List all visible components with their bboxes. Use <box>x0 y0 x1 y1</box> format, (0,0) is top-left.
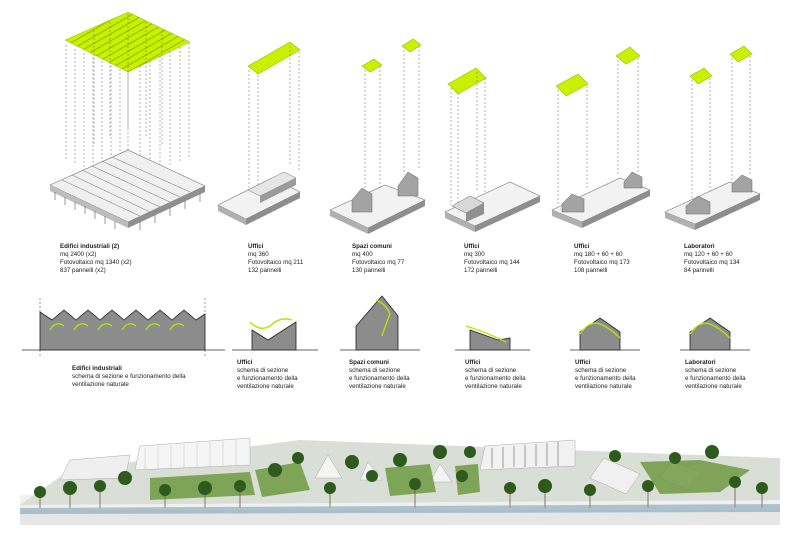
caption-line: Fotovoltaico mq 77 <box>352 259 405 266</box>
axo-uffici-2 <box>444 67 541 232</box>
caption-industrial: Edifici industriali (2) mq 2400 (x2) Fot… <box>60 243 132 275</box>
caption-line: ventilazione naturale <box>685 383 742 390</box>
section-caption-uffici-1: Uffici schema di sezione e funzionamento… <box>237 359 298 391</box>
caption-line: e funzionamento della <box>685 375 746 382</box>
caption-line: mq 400 <box>352 251 373 258</box>
caption-line: e funzionamento della <box>465 375 526 382</box>
caption-line: ventilazione naturale <box>575 383 632 390</box>
section-spazi-comuni <box>340 295 420 351</box>
section-caption-uffici-3: Uffici schema di sezione e funzionamento… <box>575 359 636 391</box>
section-caption-uffici-2: Uffici schema di sezione e funzionamento… <box>465 359 526 391</box>
caption-line: schema di sezione <box>237 367 289 374</box>
section-uffici-1 <box>232 318 318 351</box>
caption-line: mq 2400 (x2) <box>60 251 97 258</box>
section-caption-industrial: Edifici industriali schema di sezione e … <box>72 365 186 389</box>
caption-laboratori: Laboratori mq 120 + 60 + 60 Fotovoltaico… <box>684 243 740 275</box>
caption-title: Laboratori <box>685 359 716 366</box>
caption-title: Uffici <box>464 243 480 250</box>
caption-line: e funzionamento della <box>575 375 636 382</box>
caption-line: ventilazione naturale <box>349 383 406 390</box>
caption-title: Edifici industriali (2) <box>60 243 120 250</box>
caption-line: Fotovoltaico mq 134 <box>684 259 740 266</box>
caption-line: Fotovoltaico mq 211 <box>248 259 304 266</box>
caption-line: Fotovoltaico mq 1340 (x2) <box>60 259 132 266</box>
caption-title: Uffici <box>237 359 253 366</box>
pv-roof-panels <box>64 11 191 73</box>
section-caption-laboratori: Laboratori schema di sezione e funzionam… <box>685 359 746 391</box>
caption-line: ventilazione naturale <box>237 383 294 390</box>
caption-title: Spazi comuni <box>349 359 389 366</box>
caption-uffici-3: Uffici mq 180 + 60 + 60 Fotovoltaico mq … <box>574 243 630 275</box>
caption-line: schema di sezione <box>465 367 517 374</box>
caption-line: 108 pannelli <box>574 267 608 274</box>
section-uffici-3 <box>570 317 640 351</box>
caption-uffici-2: Uffici mq 300 Fotovoltaico mq 144 172 pa… <box>464 243 520 275</box>
caption-title: Uffici <box>465 359 481 366</box>
axo-spazi-comuni <box>329 38 426 234</box>
aerial-site-view <box>20 437 780 525</box>
caption-line: 132 pannelli <box>248 267 282 274</box>
axo-industrial <box>49 11 206 230</box>
caption-title: Uffici <box>248 243 264 250</box>
aerial-hall-1 <box>59 437 251 481</box>
caption-line: ventilazione naturale <box>465 383 522 390</box>
axo-uffici-3 <box>551 46 651 228</box>
aerial-hall-2 <box>479 439 576 471</box>
section-uffici-2 <box>455 325 530 351</box>
caption-spazi-comuni: Spazi comuni mq 400 Fotovoltaico mq 77 1… <box>352 243 404 275</box>
caption-line: schema di sezione <box>349 367 401 374</box>
caption-line: 84 pannelli <box>684 267 714 274</box>
axo-laboratori <box>664 45 761 230</box>
caption-title: Uffici <box>574 243 590 250</box>
caption-title: Laboratori <box>684 243 715 250</box>
caption-uffici-1: Uffici mq 360 Fotovoltaico mq 211 132 pa… <box>248 243 303 275</box>
caption-line: mq 120 + 60 + 60 <box>684 251 733 258</box>
caption-line: schema di sezione <box>575 367 627 374</box>
caption-title: Spazi comuni <box>352 243 392 250</box>
caption-line: 172 pannelli <box>464 267 498 274</box>
caption-line: mq 360 <box>248 251 269 258</box>
caption-line: Fotovoltaico mq 144 <box>464 259 520 266</box>
caption-line: mq 180 + 60 + 60 <box>574 251 623 258</box>
caption-line: schema di sezione e funzionamento della <box>72 373 186 380</box>
caption-line: Fotovoltaico mq 173 <box>574 259 630 266</box>
section-laboratori <box>680 317 750 351</box>
caption-line: 130 pannelli <box>352 267 386 274</box>
section-caption-spazi-comuni: Spazi comuni schema di sezione e funzion… <box>349 359 410 391</box>
caption-line: mq 300 <box>464 251 485 258</box>
section-industrial <box>22 298 225 356</box>
caption-title: Edifici industriali <box>72 365 122 372</box>
caption-line: ventilazione naturale <box>72 381 129 388</box>
caption-line: e funzionamento della <box>349 375 410 382</box>
caption-title: Uffici <box>575 359 591 366</box>
caption-line: e funzionamento della <box>237 375 298 382</box>
axo-uffici-1 <box>217 41 301 225</box>
caption-line: schema di sezione <box>685 367 737 374</box>
caption-line: 837 pannelli (x2) <box>60 267 106 274</box>
